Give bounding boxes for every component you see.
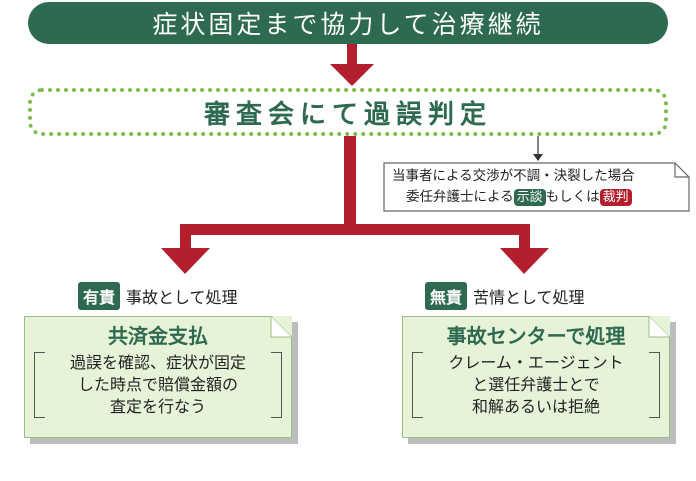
left-box-outline [24, 316, 292, 438]
left-branch-text: 事故として処理 [126, 288, 238, 307]
left-box-bracket-close [271, 352, 282, 418]
arrow-right-shaft [519, 224, 530, 252]
arrow-top-shaft [347, 44, 357, 66]
left-box-line: 査定を行なう [109, 397, 206, 416]
arrow-top-head [330, 64, 374, 86]
top-banner: 症状固定まで協力して治療継続 [28, 2, 668, 44]
note-middle: もしくは [545, 189, 600, 205]
settlement-tag: 示談 [513, 189, 546, 206]
right-box-bracket-open [412, 352, 423, 418]
right-box-line: と選任弁護士とで [472, 375, 600, 394]
right-branch-label: 無責 苦情として処理 [425, 282, 585, 310]
left-box-bracket-open [34, 352, 45, 418]
right-box-line: クレーム・エージェント [448, 353, 624, 372]
right-box-body: クレーム・エージェント と選任弁護士とで 和解あるいは拒絶 [422, 352, 650, 418]
right-box-title: 事故センターで処理 [446, 324, 626, 348]
note-line-2: 委任弁護士による示談もしくは裁判 [392, 187, 683, 208]
judgment-box: 審査会にて過誤判定 [28, 88, 668, 136]
note-line-1: 当事者による交渉が不調・決裂した場合 [392, 168, 635, 184]
left-branch-label: 有責 事故として処理 [78, 282, 238, 310]
left-box-line: 過誤を確認、症状が固定 [69, 353, 246, 372]
note-box: 当事者による交渉が不調・決裂した場合 委任弁護士による示談もしくは裁判 [384, 163, 689, 211]
arrow-left-head [161, 248, 210, 274]
right-result-box: 事故センターで処理 クレーム・エージェント と選任弁護士とで 和解あるいは拒絶 [402, 316, 670, 438]
right-box-line: 和解あるいは拒絶 [471, 397, 600, 416]
note-pointer-head [533, 154, 543, 161]
right-box-bracket-close [649, 352, 660, 418]
arrow-horizontal-bar [180, 224, 530, 235]
right-branch-text: 苦情として処理 [473, 288, 585, 307]
note-fold [674, 163, 689, 178]
right-box-outline [402, 316, 670, 438]
not-liable-tag: 無責 [425, 282, 468, 310]
note-text: 当事者による交渉が不調・決裂した場合 委任弁護士による示談もしくは裁判 [384, 163, 689, 211]
arrow-center-shaft [344, 136, 356, 234]
note-prefix: 委任弁護士による [406, 189, 514, 205]
arrow-left-shaft [180, 224, 191, 252]
liable-tag: 有責 [78, 282, 121, 310]
left-result-box: 共済金支払 過誤を確認、症状が固定 した時点で賠償金額の 査定を行なう [24, 316, 292, 438]
trial-tag: 裁判 [599, 189, 632, 206]
left-box-line: した時点で賠償金額の [77, 375, 238, 394]
arrow-right-head [500, 248, 549, 274]
left-box-body: 過誤を確認、症状が固定 した時点で賠償金額の 査定を行なう [44, 352, 272, 418]
left-box-title: 共済金支払 [108, 324, 208, 348]
